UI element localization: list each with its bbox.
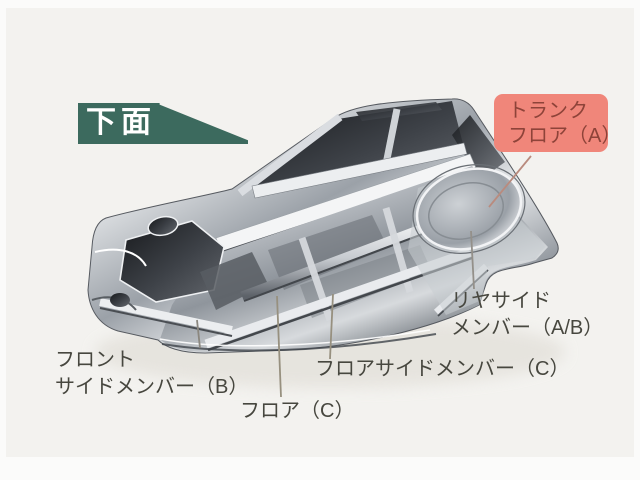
beltline-rail [251, 142, 468, 199]
label-rear-side-member-line1: リヤサイド [451, 290, 551, 312]
label-front-side-member-line2: サイドメンバー（B） [55, 376, 249, 398]
leader-lines [196, 155, 532, 398]
spare-tire-well-inner [428, 182, 504, 240]
label-front-side-member: フロント サイドメンバー（B） [55, 347, 248, 401]
front-side-member-shadow [99, 307, 233, 337]
callout-trunk-floor-line1: トランク [508, 100, 588, 122]
leader-front-side-member [196, 319, 201, 349]
leader-floor-side-member [329, 293, 334, 360]
footwell-recess [200, 252, 268, 310]
page-margin-right [634, 0, 640, 480]
spare-tire-well-ring [412, 164, 526, 254]
page-margin-top [0, 0, 640, 8]
view-tag-label: 下面 [86, 106, 156, 139]
bottom-edge-shadow [161, 333, 437, 352]
page-margin-left [0, 0, 6, 480]
a-pillar [237, 113, 343, 197]
tow-hook-recess [110, 293, 130, 307]
rear-hatch-cavity [452, 115, 505, 180]
label-rear-side-member-line2: メンバー（A/B） [451, 317, 604, 339]
callout-trunk-floor: トランク フロア（A） [494, 94, 622, 152]
b-pillar [382, 108, 401, 165]
label-floor-side-member: フロアサイドメンバー（C） [315, 358, 570, 380]
headlamp-recess [147, 215, 179, 237]
leader-floor [276, 295, 282, 398]
label-rear-side-member: リヤサイド メンバー（A/B） [451, 288, 603, 342]
window-opening [252, 101, 464, 193]
label-front-side-member-line1: フロント [55, 349, 135, 371]
page-margin-bottom [0, 457, 640, 480]
bumper-highlight [94, 248, 147, 267]
label-floor: フロア（C） [240, 400, 355, 422]
leader-trunk-floor [488, 155, 532, 208]
callout-trunk-floor-line2: フロア（A） [508, 125, 622, 147]
bottom-edge-highlight [159, 329, 431, 347]
leader-rear-side-member [470, 230, 475, 290]
